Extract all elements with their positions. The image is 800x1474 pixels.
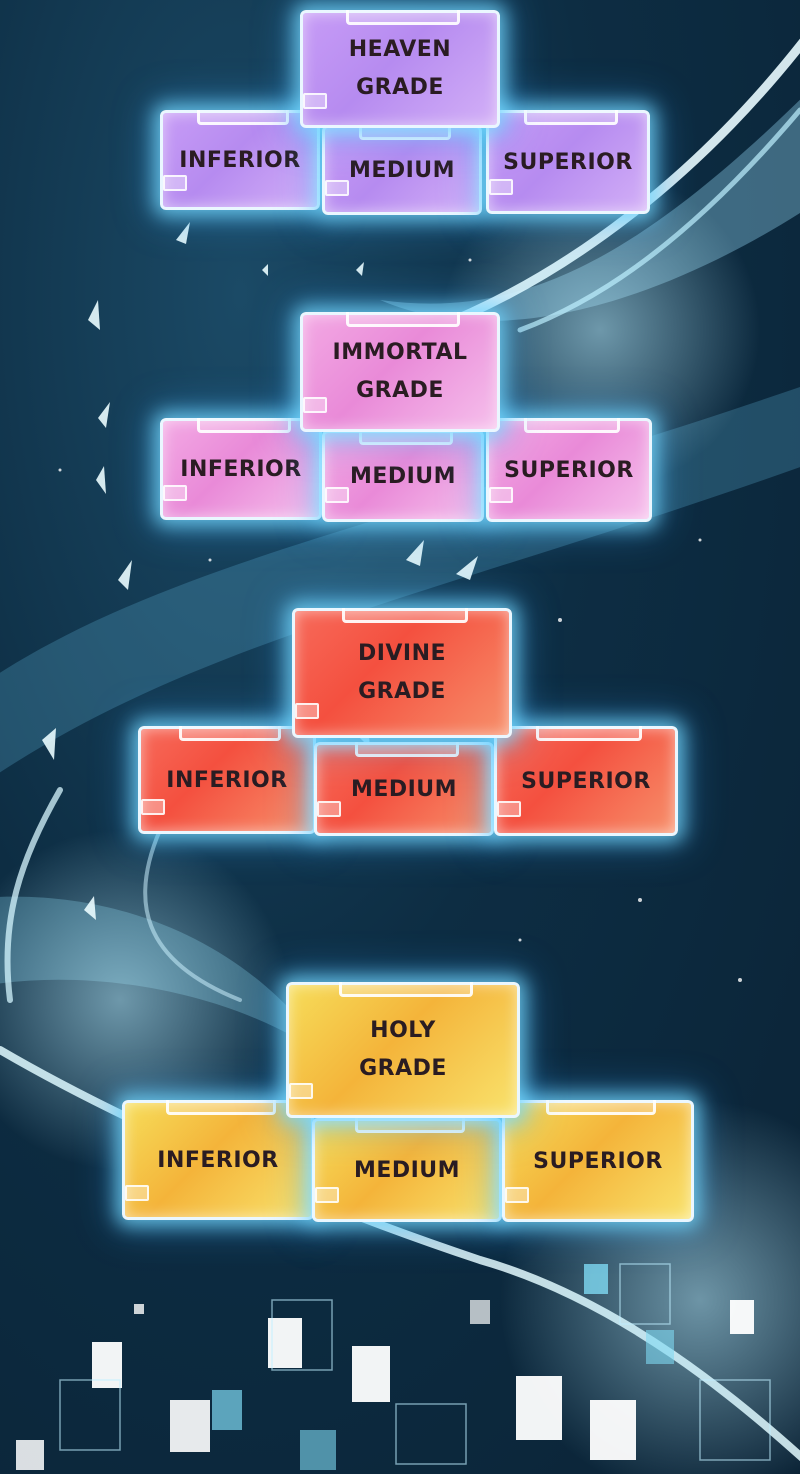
level-label-superior: SUPERIOR [521, 768, 651, 794]
heaven-superior-panel: SUPERIOR [486, 110, 650, 214]
grade-title-line2: GRADE [356, 378, 444, 403]
grade-title-line2: GRADE [356, 75, 444, 100]
level-label-inferior: INFERIOR [166, 767, 288, 793]
grade-title-line1: IMMORTAL [332, 340, 468, 365]
heaven-inferior-panel: INFERIOR [160, 110, 320, 210]
heaven-medium-panel: MEDIUM [322, 125, 482, 215]
level-label-inferior: INFERIOR [157, 1147, 279, 1173]
holy-medium-panel: MEDIUM [312, 1118, 502, 1222]
level-label-medium: MEDIUM [348, 157, 456, 183]
level-label-medium: MEDIUM [350, 776, 458, 802]
divine-grade-panel: DIVINE GRADE [292, 608, 512, 738]
divine-inferior-panel: INFERIOR [138, 726, 316, 834]
immortal-medium-panel: MEDIUM [322, 430, 484, 522]
level-label-medium: MEDIUM [349, 463, 457, 489]
heaven-grade-panel: HEAVEN GRADE [300, 10, 500, 128]
level-label-inferior: INFERIOR [180, 456, 302, 482]
holy-grade-panel: HOLY GRADE [286, 982, 520, 1118]
level-label-medium: MEDIUM [353, 1157, 461, 1183]
level-label-inferior: INFERIOR [179, 147, 301, 173]
level-label-superior: SUPERIOR [504, 457, 634, 483]
holy-superior-panel: SUPERIOR [502, 1100, 694, 1222]
grade-title-line1: HEAVEN [348, 37, 452, 62]
grade-title-line2: GRADE [359, 1056, 447, 1081]
grade-title-line1: HOLY [370, 1018, 436, 1043]
grade-title-line1: DIVINE [357, 641, 447, 666]
holy-inferior-panel: INFERIOR [122, 1100, 314, 1220]
divine-medium-panel: MEDIUM [314, 742, 494, 836]
grade-title-line2: GRADE [358, 679, 446, 704]
level-label-superior: SUPERIOR [503, 149, 633, 175]
immortal-inferior-panel: INFERIOR [160, 418, 322, 520]
level-label-superior: SUPERIOR [533, 1148, 663, 1174]
immortal-grade-panel: IMMORTAL GRADE [300, 312, 500, 432]
divine-superior-panel: SUPERIOR [494, 726, 678, 836]
immortal-superior-panel: SUPERIOR [486, 418, 652, 522]
